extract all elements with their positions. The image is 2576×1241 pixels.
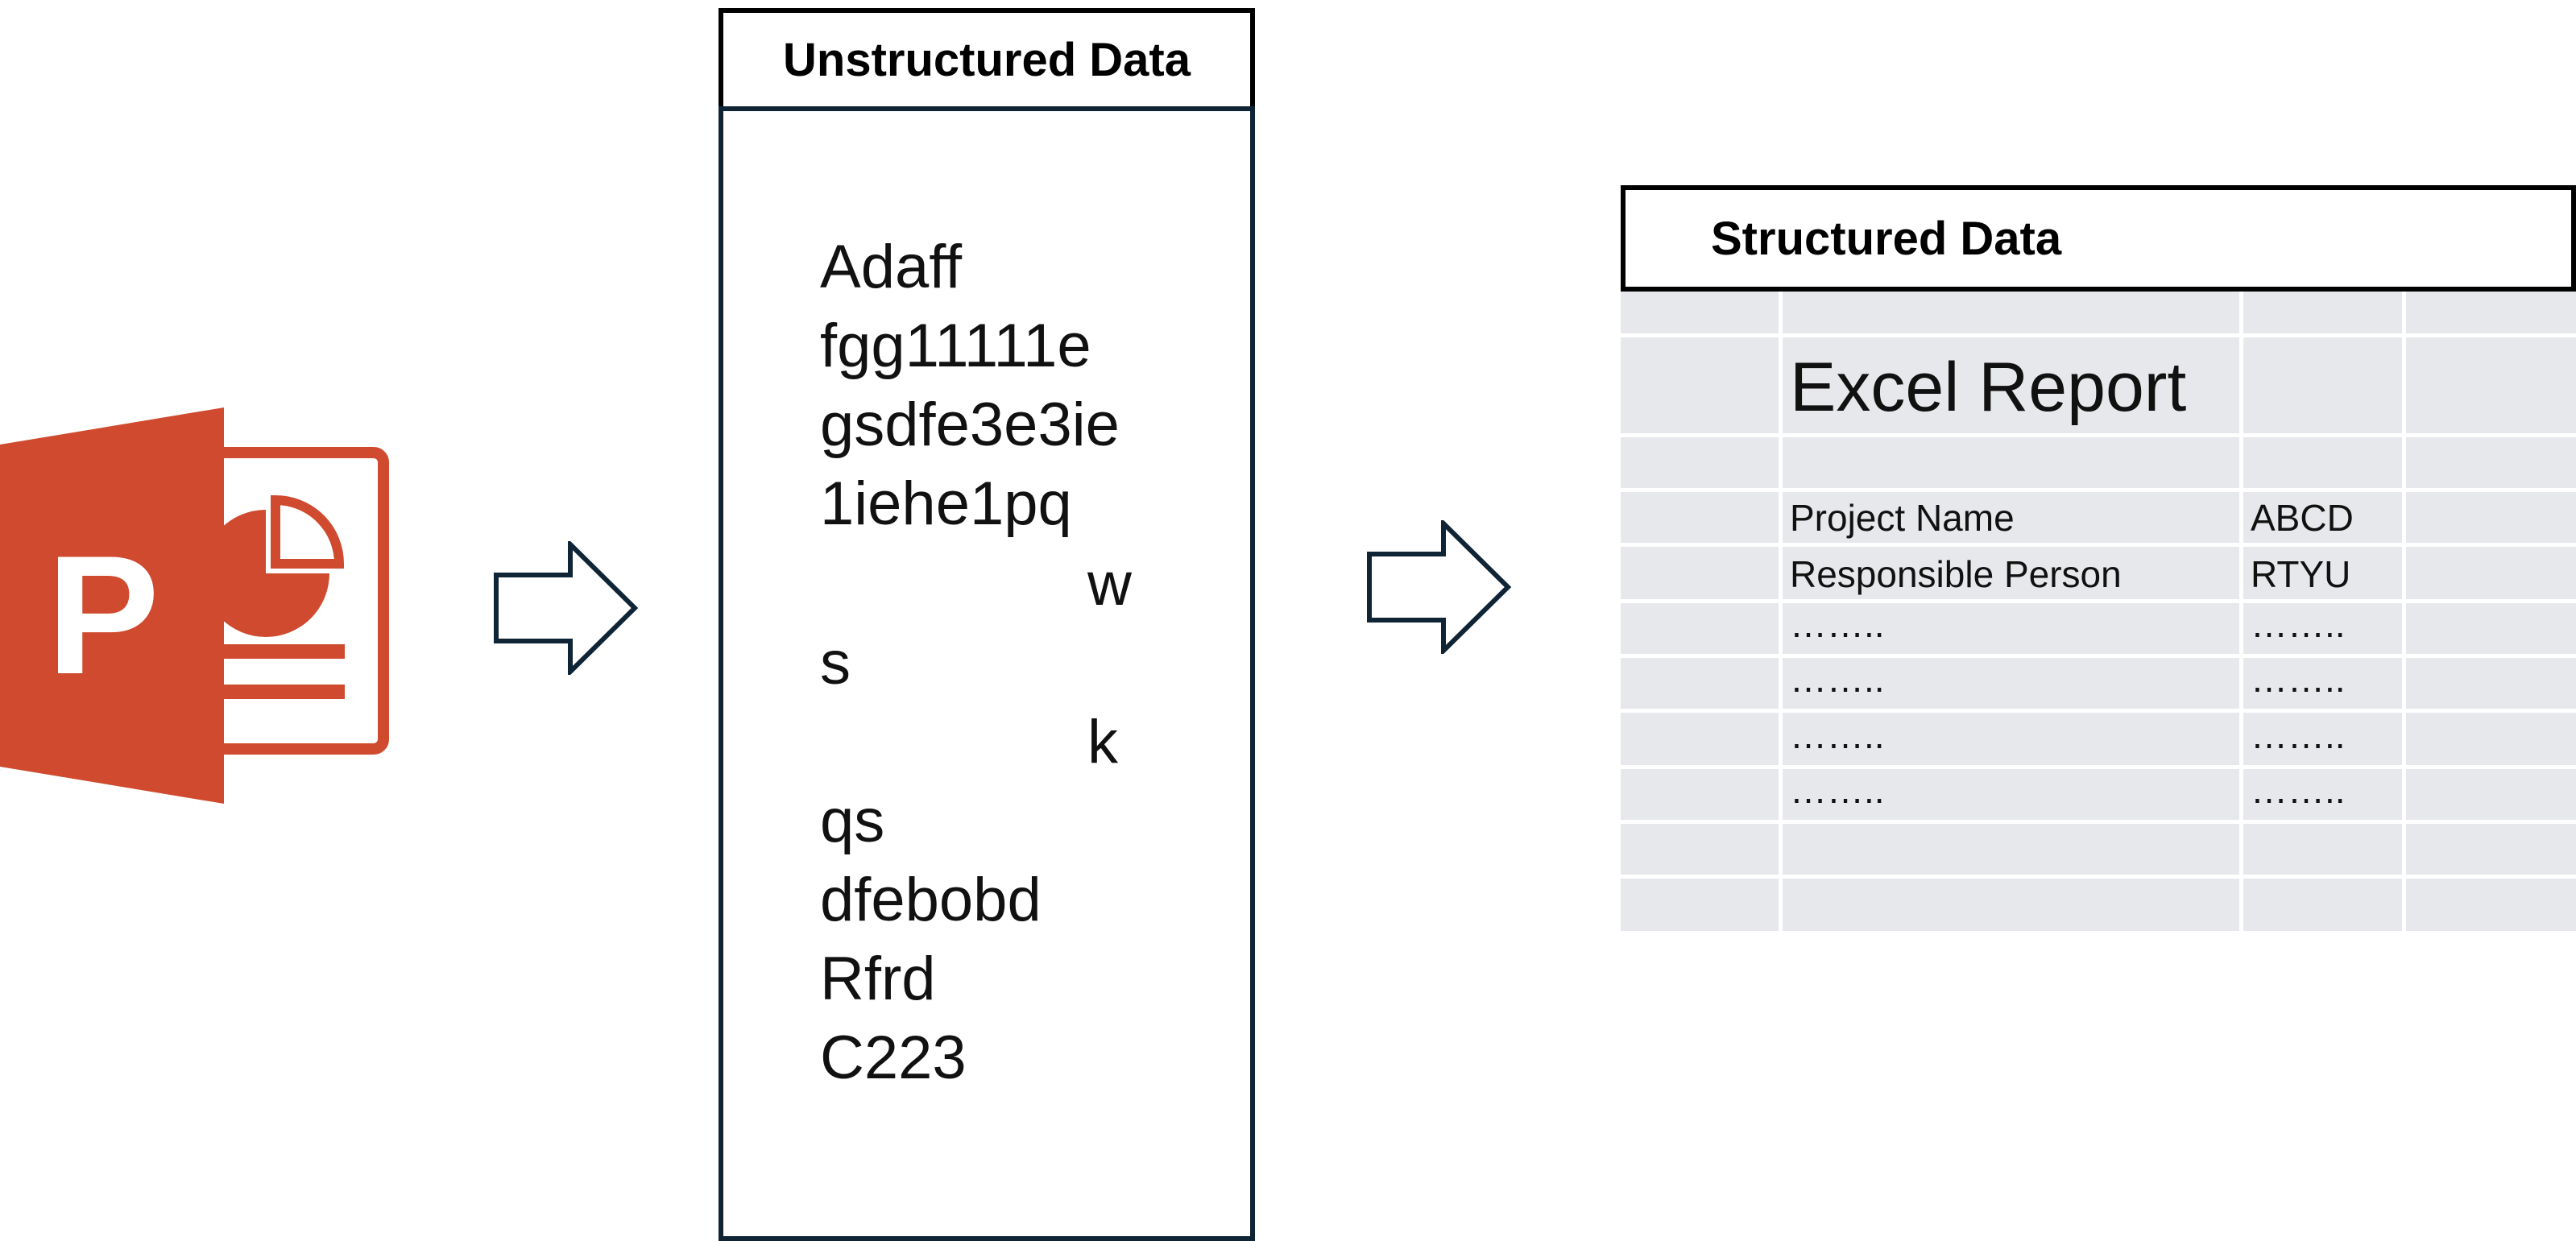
- text-line-1: [211, 644, 345, 659]
- table-cell-label: ……..: [1790, 769, 1885, 811]
- text-line-2: [211, 685, 345, 699]
- table-cell-label: ……..: [1790, 603, 1885, 645]
- structured-data-title: Structured Data: [1711, 212, 2062, 265]
- structured-data-header: Structured Data: [1621, 185, 2576, 292]
- table-cell-value: ……..: [2251, 603, 2346, 645]
- unstructured-line: dfebobd: [820, 866, 1042, 934]
- table-cell-value: ……..: [2251, 769, 2346, 811]
- grid-line: [1621, 765, 2576, 769]
- powerpoint-letter: P: [47, 520, 159, 709]
- grid-line: [1621, 599, 2576, 603]
- unstructured-line: Rfrd: [820, 945, 936, 1013]
- grid-line: [2402, 292, 2406, 931]
- grid-line: [1621, 709, 2576, 713]
- unstructured-line: qs: [820, 787, 885, 855]
- table-cell-value: ……..: [2251, 658, 2346, 700]
- excel-report-title: Excel Report: [1790, 349, 2187, 426]
- grid-line: [1621, 488, 2576, 492]
- pie-chart-icon: [202, 510, 329, 637]
- grid-line: [1779, 292, 1783, 931]
- grid-line: [2239, 292, 2243, 931]
- table-cell-value: ABCD: [2251, 497, 2354, 539]
- unstructured-data-header: Unstructured Data: [719, 8, 1255, 111]
- table-cell-value: RTYU: [2251, 553, 2351, 595]
- grid-line: [1621, 433, 2576, 437]
- grid-line: [1621, 333, 2576, 337]
- unstructured-line: gsdfe3e3ie: [820, 391, 1120, 459]
- pie-slice: [271, 494, 345, 569]
- unstructured-line: 1iehe1pq: [820, 470, 1072, 538]
- grid-line: [1621, 654, 2576, 658]
- right-arrow-icon: [494, 541, 639, 675]
- table-cell-label: Responsible Person: [1790, 553, 2122, 595]
- right-arrow-icon: [1367, 520, 1512, 654]
- unstructured-line: fgg11111e: [820, 312, 1091, 380]
- unstructured-data-title: Unstructured Data: [783, 33, 1191, 86]
- grid-line: [1621, 543, 2576, 547]
- grid-line: [1621, 820, 2576, 824]
- excel-sheet: Excel Report Project Name ABCD Responsib…: [1621, 292, 2576, 931]
- powerpoint-icon: P: [0, 407, 389, 804]
- table-cell-label: ……..: [1790, 714, 1885, 756]
- unstructured-line: C223: [820, 1024, 967, 1092]
- table-cell-label: Project Name: [1790, 497, 2015, 539]
- unstructured-line: w: [1087, 550, 1132, 618]
- unstructured-line: Adaff: [820, 233, 963, 301]
- grid-line: [1621, 875, 2576, 879]
- unstructured-line: k: [1087, 708, 1118, 776]
- table-cell-value: ……..: [2251, 714, 2346, 756]
- cover: [0, 407, 224, 804]
- unstructured-line: s: [820, 629, 851, 697]
- table-cell-label: ……..: [1790, 658, 1885, 700]
- unstructured-data-box: Adaff fgg11111e gsdfe3e3ie 1iehe1pq w s …: [719, 106, 1255, 1241]
